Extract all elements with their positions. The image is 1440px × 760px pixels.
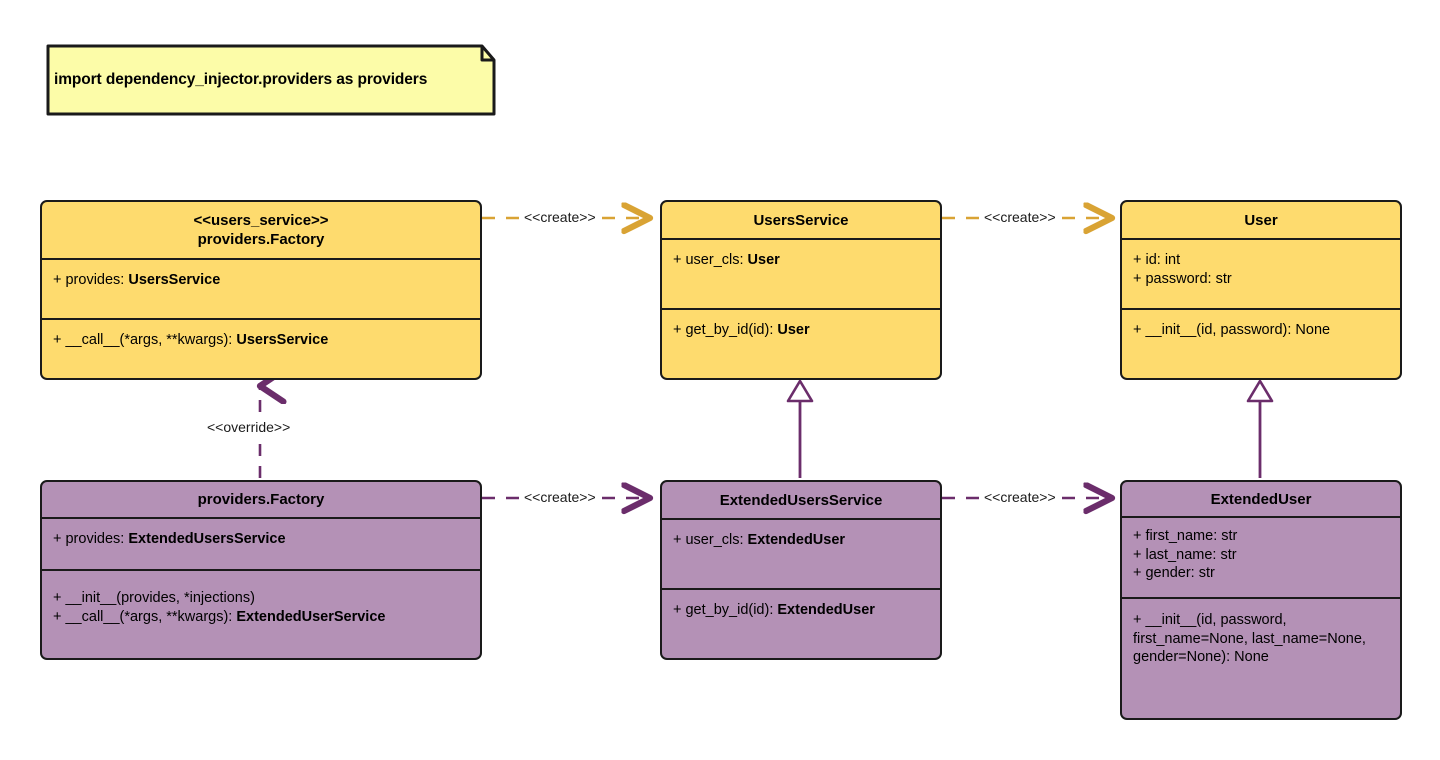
class-users-service[interactable]: UsersService + user_cls: User + get_by_i… xyxy=(660,200,942,380)
attribute-row: + provides: ExtendedUsersService xyxy=(53,531,286,547)
method-type: ExtendedUserService xyxy=(236,608,386,625)
method-type: UsersService xyxy=(236,332,329,348)
class-attributes: + user_cls: User xyxy=(662,240,940,308)
class-name: ExtendedUsersService xyxy=(719,491,883,509)
class-name: ExtendedUser xyxy=(1210,490,1312,508)
attribute-row: + user_cls: User xyxy=(673,252,780,268)
method-type: User xyxy=(777,322,810,338)
method-row: + __call__(*args, **kwargs): ExtendedUse… xyxy=(53,608,386,625)
class-methods: + __call__(*args, **kwargs): UsersServic… xyxy=(42,318,480,378)
connector-label-create-top-left: <<create>> xyxy=(521,209,599,225)
method-row: + get_by_id(id): ExtendedUser xyxy=(673,602,875,618)
class-methods: + __init__(provides, *injections) + __ca… xyxy=(42,569,480,657)
connector-label-create-bottom-left: <<create>> xyxy=(521,489,599,505)
class-methods: + get_by_id(id): ExtendedUser xyxy=(662,588,940,658)
connector-generalization-user xyxy=(1246,379,1274,478)
attribute-row: + password: str xyxy=(1133,270,1232,287)
class-attributes: + first_name: str + last_name: str + gen… xyxy=(1122,518,1400,597)
class-header: User xyxy=(1122,202,1400,240)
class-name: UsersService xyxy=(753,211,849,229)
connector-label-override: <<override>> xyxy=(204,419,294,435)
class-header: <<users_service>> providers.Factory xyxy=(42,202,480,260)
class-methods: + __init__(id, password, first_name=None… xyxy=(1122,597,1400,718)
class-name: User xyxy=(1244,211,1278,229)
connector-generalization-service xyxy=(786,379,814,478)
class-methods: + get_by_id(id): User xyxy=(662,308,940,378)
class-attributes: + user_cls: ExtendedUser xyxy=(662,520,940,588)
attribute-type: UsersService xyxy=(128,272,221,288)
note-shape-icon xyxy=(46,44,496,116)
method-row: + __call__(*args, **kwargs): UsersServic… xyxy=(53,332,329,348)
class-header: providers.Factory xyxy=(42,482,480,519)
attribute-row: + first_name: str xyxy=(1133,528,1238,544)
class-extended-user[interactable]: ExtendedUser + first_name: str + last_na… xyxy=(1120,480,1402,720)
class-header: ExtendedUsersService xyxy=(662,482,940,520)
class-attributes: + provides: UsersService xyxy=(42,260,480,318)
class-attributes: + provides: ExtendedUsersService xyxy=(42,519,480,569)
class-stereotype: <<users_service>> xyxy=(193,212,329,229)
method-row: + get_by_id(id): User xyxy=(673,322,810,338)
note-text: import dependency_injector.providers as … xyxy=(54,71,428,88)
import-note: import dependency_injector.providers as … xyxy=(40,40,500,120)
attribute-row: + gender: str xyxy=(1133,565,1215,581)
attribute-row: + last_name: str xyxy=(1133,546,1237,563)
class-name: providers.Factory xyxy=(197,231,325,248)
class-name: providers.Factory xyxy=(197,491,325,508)
class-extended-users-service[interactable]: ExtendedUsersService + user_cls: Extende… xyxy=(660,480,942,660)
method-row: + __init__(provides, *injections) xyxy=(53,590,255,606)
class-methods: + __init__(id, password): None xyxy=(1122,308,1400,378)
attribute-type: ExtendedUser xyxy=(747,532,846,548)
method-type: ExtendedUser xyxy=(777,602,875,618)
class-attributes: + id: int + password: str xyxy=(1122,240,1400,308)
method-row: + __init__(id, password): None xyxy=(1133,322,1331,338)
connector-label-create-bottom-right: <<create>> xyxy=(981,489,1059,505)
attribute-row: + user_cls: ExtendedUser xyxy=(673,532,846,548)
class-header: ExtendedUser xyxy=(1122,482,1400,518)
attribute-type: ExtendedUsersService xyxy=(128,531,286,547)
connector-label-create-top-right: <<create>> xyxy=(981,209,1059,225)
class-user[interactable]: User + id: int + password: str + __init_… xyxy=(1120,200,1402,380)
class-header: UsersService xyxy=(662,202,940,240)
class-extended-factory[interactable]: providers.Factory + provides: ExtendedUs… xyxy=(40,480,482,660)
class-users-service-factory[interactable]: <<users_service>> providers.Factory + pr… xyxy=(40,200,482,380)
method-row: + __init__(id, password, first_name=None… xyxy=(1133,612,1366,665)
attribute-row: + id: int xyxy=(1133,252,1181,268)
attribute-type: User xyxy=(747,252,780,268)
attribute-row: + provides: UsersService xyxy=(53,272,221,288)
